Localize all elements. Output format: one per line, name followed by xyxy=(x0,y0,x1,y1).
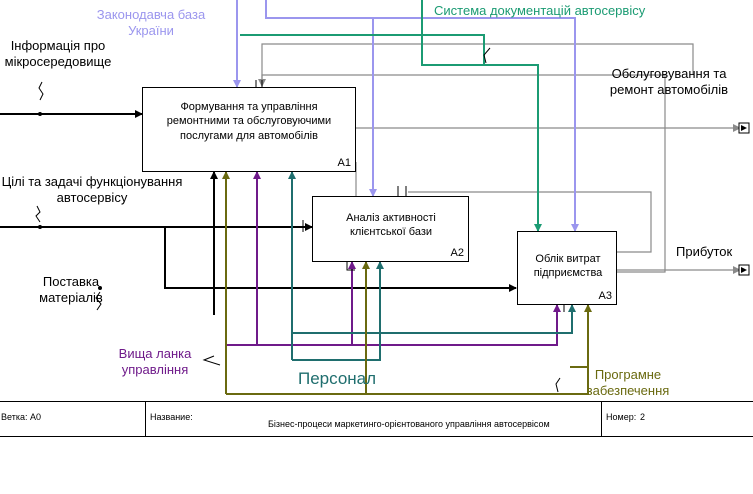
junction-dot xyxy=(38,112,42,116)
label-law-control: Законодавча база України xyxy=(96,7,206,38)
node-value: A0 xyxy=(30,412,42,422)
management-mechanism-arrows xyxy=(226,171,561,346)
activity-box-a2[interactable]: Аналіз активності клієнтської бази A2 xyxy=(312,196,469,262)
label-personnel-mechanism: Персонал xyxy=(298,369,377,388)
label-info-input: Інформація про мікросередовище xyxy=(4,38,112,69)
label-squiggles xyxy=(35,47,561,393)
name-label: Название: xyxy=(150,412,193,422)
label-software-mechanism: Програмне забезпечення xyxy=(586,367,670,398)
software-mechanism-arrows xyxy=(222,171,592,395)
junction-dot xyxy=(38,225,42,229)
node-label: Ветка: xyxy=(1,412,28,422)
input-arrows xyxy=(0,110,517,315)
activity-title: Аналіз активності клієнтської бази xyxy=(346,212,436,239)
label-service-output: Обслуговування та ремонт автомобілів xyxy=(609,66,729,97)
number-label: Номер: xyxy=(606,412,637,422)
output-terminals xyxy=(738,122,750,276)
activity-number: A2 xyxy=(450,247,464,259)
personnel-mechanism-arrows xyxy=(288,171,576,361)
number-value: 2 xyxy=(640,412,646,422)
label-goals-input: Цілі та задачі функціонування автосервіс… xyxy=(1,174,183,205)
diagram-name: Бізнес-процеси маркетинго-орієнтованого … xyxy=(268,419,550,429)
title-block-frame xyxy=(0,401,753,437)
activity-box-a3[interactable]: Облік витрат підприємства A3 xyxy=(517,231,617,305)
activity-number: A1 xyxy=(337,157,351,169)
label-docsys-control: Система документацій автосервісу xyxy=(434,3,646,18)
activity-box-a1[interactable]: Формування та управління ремонтними та о… xyxy=(142,87,356,172)
activity-title: Облік витрат підприємства xyxy=(533,253,603,280)
diagram-title-block: Ветка: A0 Название: Бізнес-процеси марке… xyxy=(0,401,753,494)
activity-title: Формування та управління ремонтними та о… xyxy=(166,101,332,142)
label-management-mechanism: Вища ланка управління xyxy=(118,346,192,377)
terminal-arrow xyxy=(741,267,747,273)
tunnel-marks xyxy=(255,80,565,312)
feedback-arrows xyxy=(258,43,741,274)
junction-dot xyxy=(98,286,102,290)
activity-number: A3 xyxy=(598,290,612,302)
label-supply-input: Поставка матеріалів xyxy=(39,274,103,305)
terminal-arrow xyxy=(741,125,747,131)
label-profit-output: Прибуток xyxy=(676,244,733,259)
law-control-arrows xyxy=(233,0,579,232)
